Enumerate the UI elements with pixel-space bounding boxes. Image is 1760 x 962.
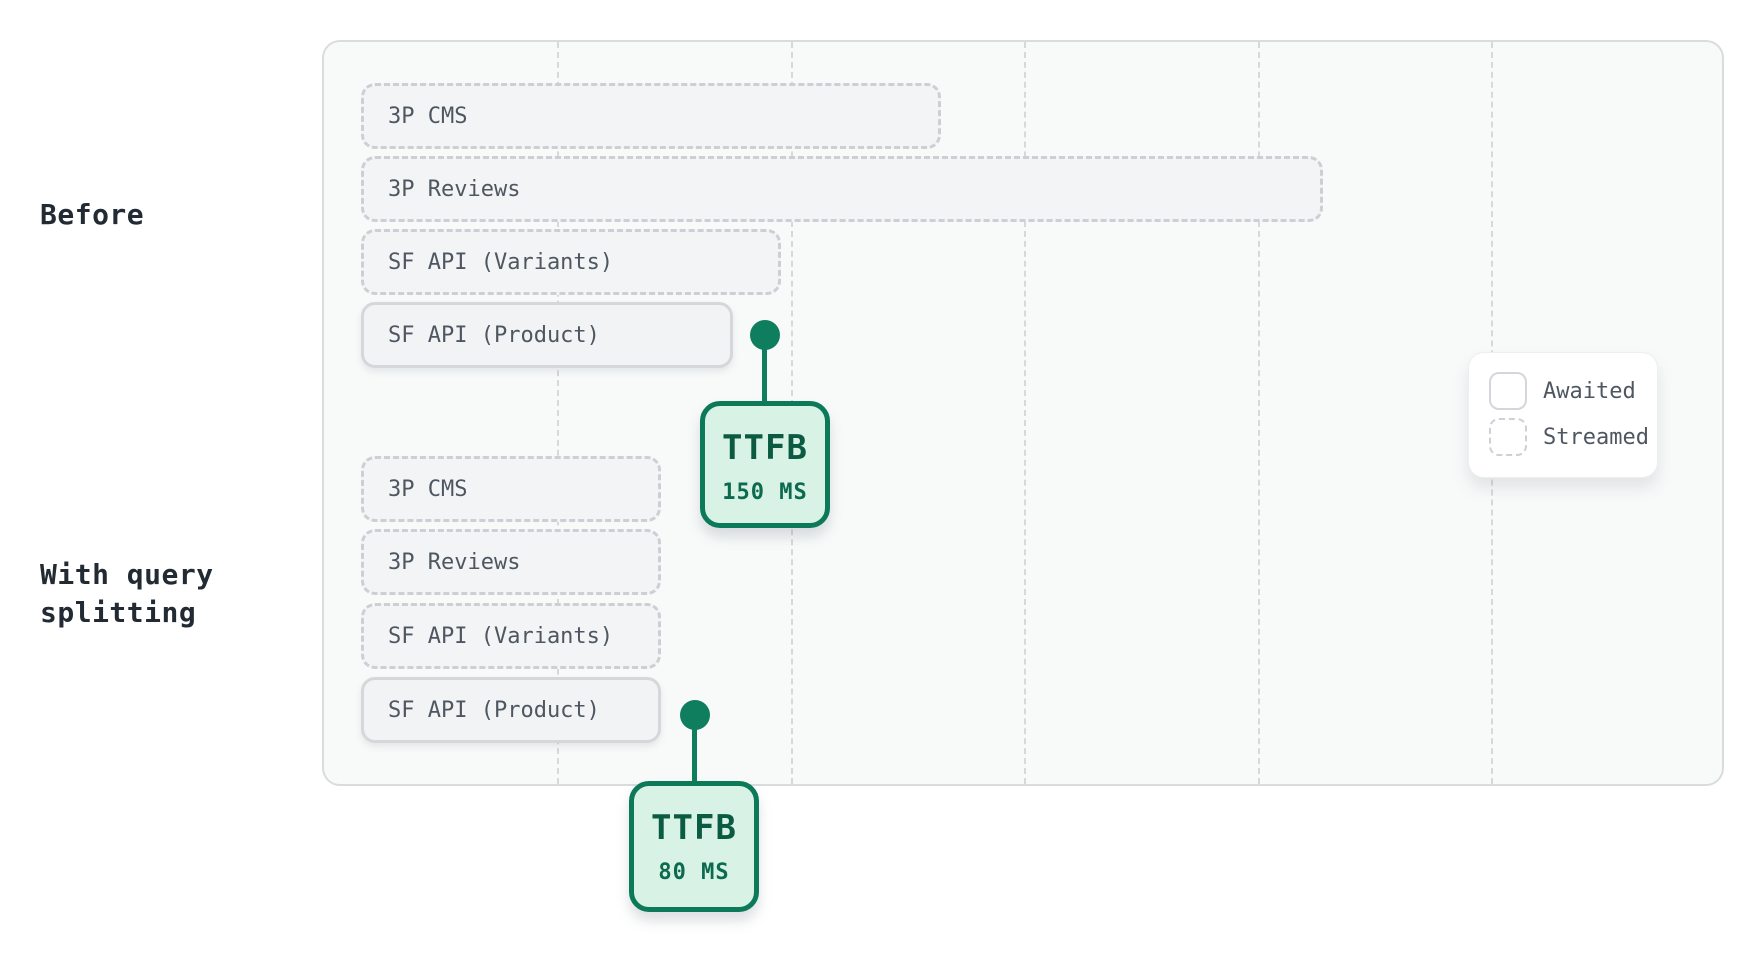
section-label-with-query-splitting: With query splitting bbox=[40, 558, 214, 629]
bar-before-3p-cms: 3P CMS bbox=[361, 83, 941, 149]
legend: Awaited Streamed bbox=[1468, 352, 1658, 478]
streamed-swatch bbox=[1489, 418, 1527, 456]
legend-item-awaited: Awaited bbox=[1489, 371, 1657, 411]
bar-label: SF API (Product) bbox=[388, 322, 600, 348]
bar-split-sf-api-product: SF API (Product) bbox=[361, 677, 661, 743]
ttfb-callout-split: TTFB 80 MS bbox=[629, 781, 759, 912]
bar-label: 3P CMS bbox=[388, 103, 468, 129]
bar-before-sf-api-variants: SF API (Variants) bbox=[361, 229, 781, 295]
ttfb-stem-before bbox=[762, 333, 767, 403]
ttfb-value: 80 MS bbox=[658, 860, 730, 885]
ttfb-dot-split bbox=[680, 700, 710, 730]
legend-label: Awaited bbox=[1543, 378, 1636, 404]
bar-split-3p-cms: 3P CMS bbox=[361, 456, 661, 522]
bar-split-3p-reviews: 3P Reviews bbox=[361, 529, 661, 595]
bar-label: SF API (Variants) bbox=[388, 623, 614, 649]
legend-item-streamed: Streamed bbox=[1489, 417, 1657, 457]
bar-label: 3P CMS bbox=[388, 476, 468, 502]
ttfb-title: TTFB bbox=[651, 808, 737, 848]
ttfb-dot-before bbox=[750, 320, 780, 350]
bar-split-sf-api-variants: SF API (Variants) bbox=[361, 603, 661, 669]
bar-label: SF API (Product) bbox=[388, 697, 600, 723]
ttfb-stem-split bbox=[692, 713, 697, 783]
gridline bbox=[1258, 42, 1260, 784]
gridline bbox=[1024, 42, 1026, 784]
bar-before-sf-api-product: SF API (Product) bbox=[361, 302, 733, 368]
ttfb-title: TTFB bbox=[722, 428, 808, 468]
bar-label: SF API (Variants) bbox=[388, 249, 614, 275]
bar-before-3p-reviews: 3P Reviews bbox=[361, 156, 1323, 222]
bar-label: 3P Reviews bbox=[388, 549, 521, 575]
ttfb-callout-before: TTFB 150 MS bbox=[700, 401, 830, 528]
ttfb-value: 150 MS bbox=[722, 480, 808, 505]
section-label-before: Before bbox=[40, 198, 145, 231]
bar-label: 3P Reviews bbox=[388, 176, 521, 202]
gridline bbox=[557, 42, 559, 784]
awaited-swatch bbox=[1489, 372, 1527, 410]
legend-label: Streamed bbox=[1543, 424, 1649, 450]
